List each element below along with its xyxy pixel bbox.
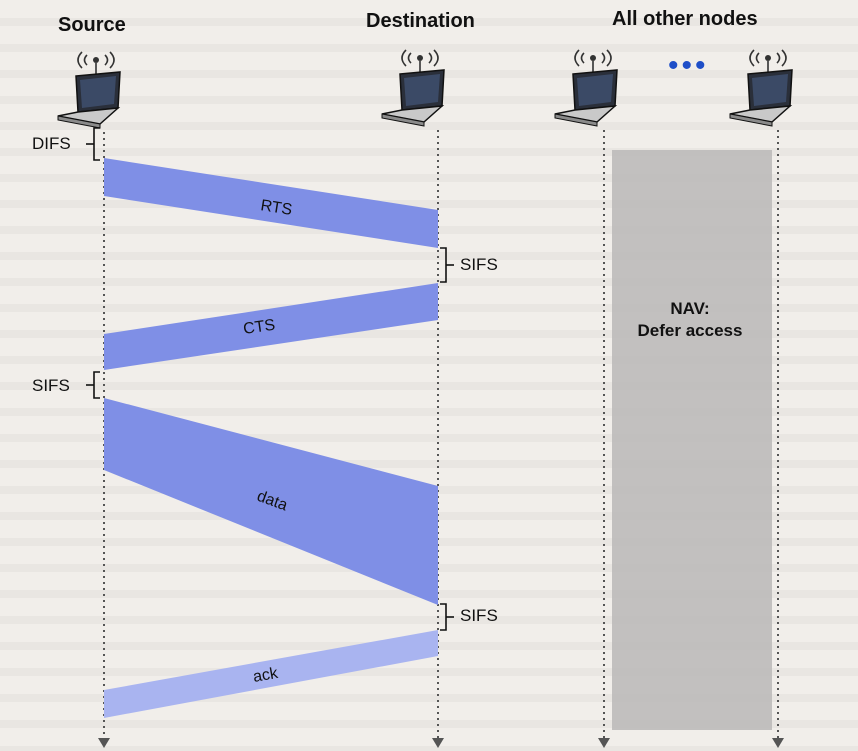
ack-frame: [104, 630, 438, 718]
destination-label: Destination: [366, 10, 475, 32]
other-nodes-label: All other nodes: [612, 8, 758, 30]
data-frame: [104, 398, 438, 605]
cts-frame: [104, 283, 438, 370]
ack-label: ack: [252, 665, 280, 686]
other-node-laptop-icon: [554, 49, 618, 127]
nav-title: NAV:: [670, 299, 710, 318]
other-node-laptop-icon: [729, 49, 793, 127]
sifs-label: SIFS: [460, 255, 498, 274]
nav-text: NAV: Defer access: [610, 298, 770, 342]
sifs-label: SIFS: [32, 376, 70, 395]
timeline-arrows: [98, 738, 784, 748]
difs-label: DIFS: [32, 134, 71, 153]
source-laptop-icon: [57, 51, 121, 129]
nav-box: [612, 150, 772, 730]
timelines: [103, 130, 779, 738]
cts-label: CTS: [242, 317, 276, 338]
more-nodes-dots: •••: [668, 49, 709, 82]
interval-brackets: [86, 127, 454, 631]
rts-frame: [104, 158, 438, 248]
source-label: Source: [58, 14, 126, 36]
sifs-label: SIFS: [460, 606, 498, 625]
destination-laptop-icon: [381, 49, 445, 127]
rts-label: RTS: [259, 197, 293, 219]
nav-subtitle: Defer access: [637, 321, 743, 340]
